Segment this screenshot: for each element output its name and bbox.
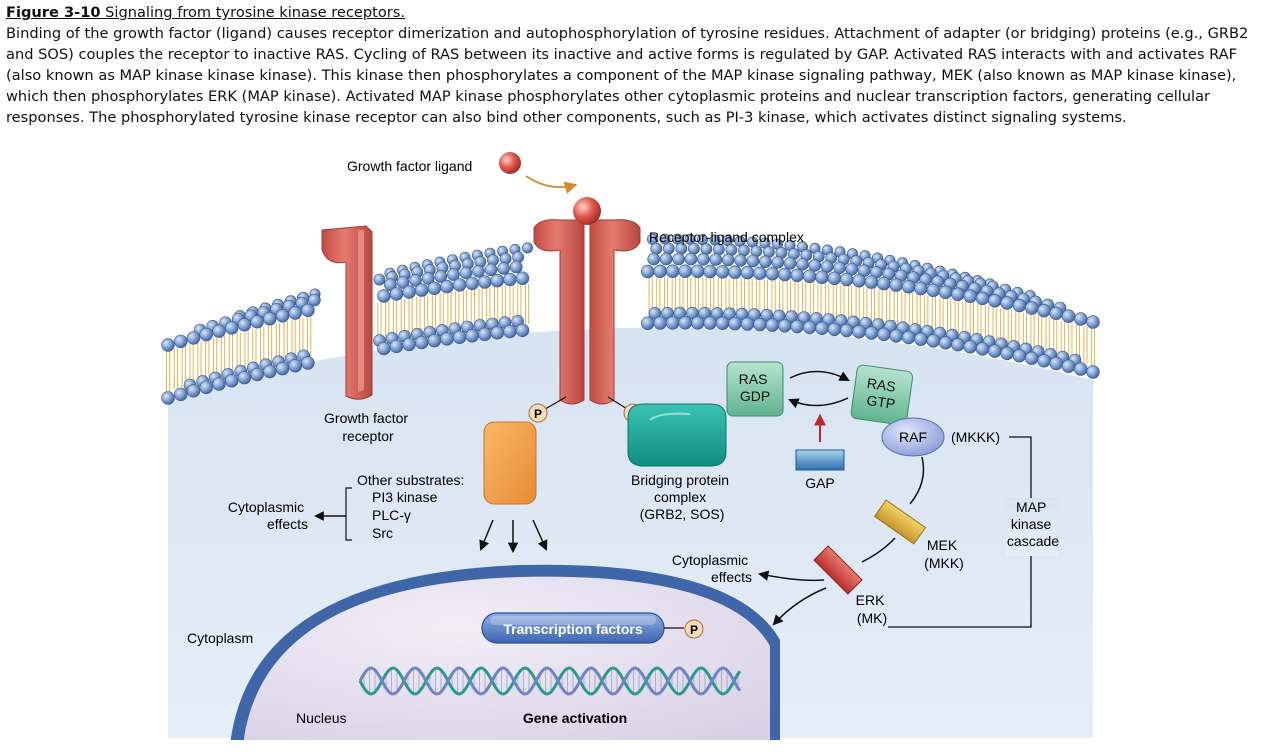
map-kinase-cascade-line2: kinase <box>1011 516 1052 532</box>
mek-line2: (MKK) <box>924 555 964 571</box>
bridging-protein-complex <box>627 403 727 467</box>
cytoplasm-label: Cytoplasm <box>187 630 253 646</box>
ras-gtp-line1: RAS <box>866 375 897 395</box>
mek-to-erk-line <box>861 537 896 563</box>
raf-protein <box>881 417 945 457</box>
substrates-bracket <box>345 487 352 541</box>
map-kinase-cascade-label: MAP kinase cascade <box>1007 499 1059 549</box>
dna-strand-b <box>358 666 742 696</box>
figure-caption: Figure 3-10 Signaling from tyrosine kina… <box>6 2 1261 128</box>
phosphate-left-label: P <box>534 407 542 421</box>
nucleus-label: Nucleus <box>296 710 347 726</box>
erk-protein <box>813 545 863 595</box>
lipid-head-row-inner <box>161 316 1100 405</box>
transcription-factors-label: Transcription factors <box>503 621 642 637</box>
growth-factor-receptor-label: Growth factor receptor <box>324 410 412 444</box>
cytoplasmic-effects-left-line2: effects <box>267 516 308 532</box>
erk-to-cytoplasm-arrow <box>757 570 825 582</box>
figure-title: Signaling from tyrosine kinase receptors… <box>105 4 406 21</box>
growth-factor-ligand-label: Growth factor ligand <box>347 158 472 174</box>
receptor-ligand-complex-label: Receptor-ligand complex <box>649 229 804 245</box>
phosphate-left <box>528 403 548 423</box>
caption-text: Binding of the growth factor (ligand) ca… <box>6 25 1249 126</box>
dna-strand-a <box>358 666 742 696</box>
ras-gtp-label: RAS GTP <box>864 375 901 412</box>
ras-gtp: RAS GTP <box>850 364 914 426</box>
map-kinase-cascade-line1: MAP <box>1016 499 1046 515</box>
substrate-arrow-right <box>532 519 548 551</box>
erk-label: ERK (MK) <box>856 592 889 626</box>
erk-to-nucleus-arrow <box>772 587 827 626</box>
cytoplasmic-effects-right-label: Cytoplasmic effects <box>672 552 752 585</box>
erk-line1: ERK <box>856 592 885 608</box>
mek-line1: MEK <box>927 537 958 553</box>
lipid-bilayer <box>161 233 1100 405</box>
gene-activation-label: Gene activation <box>523 710 627 726</box>
ras-gdp-line2: GDP <box>740 388 770 404</box>
cytoplasmic-effects-right-line2: effects <box>711 569 752 585</box>
ras-gdp-line1: RAS <box>739 371 768 387</box>
map-kinase-cascade-line3: cascade <box>1007 533 1059 549</box>
other-substrates-protein <box>483 421 537 505</box>
bound-ligand <box>573 197 601 225</box>
growth-factor-receptor-label-line2: receptor <box>342 428 394 444</box>
cytoplasmic-effects-left-line1: Cytoplasmic <box>228 499 304 515</box>
tf-phosphate <box>684 619 704 639</box>
ras-gtp-line2: GTP <box>866 392 897 412</box>
ras-gdp: RAS GDP <box>726 361 784 417</box>
gap-protein <box>795 449 845 471</box>
cytoplasmic-effects-left-label: Cytoplasmic effects <box>228 499 308 532</box>
ligand-binding-arrow <box>525 175 578 194</box>
mkkk-label: (MKKK) <box>951 429 1000 445</box>
growth-factor-receptor-label-line1: Growth factor <box>324 410 408 426</box>
mek-label: MEK (MKK) <box>924 537 964 571</box>
substrate-pi3-kinase: PI3 kinase <box>372 489 438 505</box>
figure-heading: Figure 3-10 Signaling from tyrosine kina… <box>6 4 405 21</box>
substrate-src: Src <box>372 525 393 541</box>
mek-protein <box>873 499 927 545</box>
lipid-head-row-outer-1 <box>234 242 1036 322</box>
ras-activation-arrow <box>789 370 850 381</box>
bridging-protein-label: Bridging protein complex (GRB2, SOS) <box>631 472 733 522</box>
raf-label: RAF <box>899 429 927 445</box>
cytoplasmic-effects-right-line1: Cytoplasmic <box>672 552 748 568</box>
tf-phosphate-label: P <box>690 623 698 637</box>
free-ligand <box>499 152 521 174</box>
dna-helix <box>358 666 742 696</box>
transcription-factors: Transcription factors <box>481 612 665 644</box>
bridging-protein-line2: complex <box>654 489 706 505</box>
growth-factor-receptor <box>321 225 373 400</box>
erk-line2: (MK) <box>857 610 887 626</box>
gap-label: GAP <box>805 475 835 491</box>
receptor-ligand-complex <box>533 197 641 405</box>
ras-gdp-label: RAS GDP <box>739 371 772 404</box>
bridging-protein-line1: Bridging protein <box>631 472 729 488</box>
substrate-plc-gamma: PLC-γ <box>372 507 411 523</box>
bridging-protein-line3: (GRB2, SOS) <box>640 506 725 522</box>
substrate-arrow-left <box>479 519 494 551</box>
ras-inactivation-arrow <box>788 397 849 409</box>
lipid-head-row-outer <box>161 264 1100 352</box>
figure-number: Figure 3-10 <box>6 4 101 21</box>
other-substrates-title: Other substrates: <box>357 472 464 488</box>
other-substrates-list: PI3 kinase PLC-γ Src <box>372 489 441 541</box>
raf-to-mek-line <box>909 456 925 505</box>
